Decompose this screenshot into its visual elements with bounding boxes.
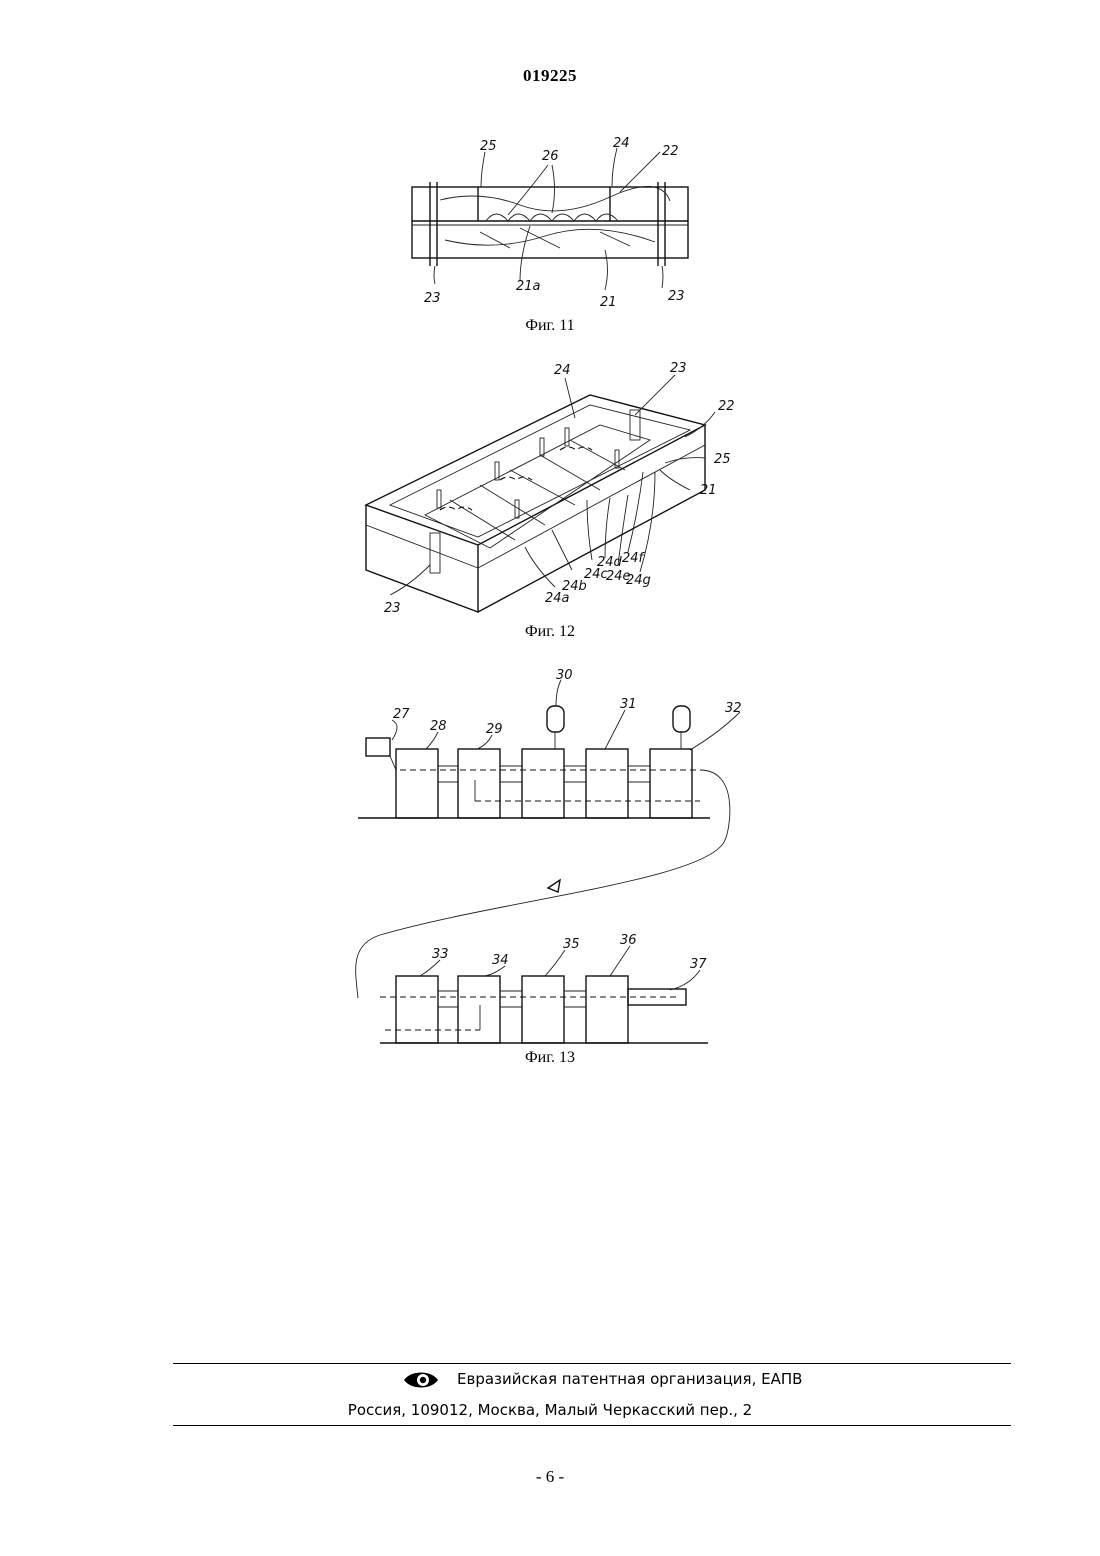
fig12-label-24g: 24g <box>626 573 651 588</box>
footer-bottom-rule <box>173 1425 1011 1426</box>
fig12-label-25: 25 <box>714 452 731 467</box>
fig13-label-32: 32 <box>725 701 742 716</box>
fig12-label-22: 22 <box>718 399 735 414</box>
fig12-label-24: 24 <box>554 363 571 378</box>
fig13-label-36: 36 <box>620 933 637 948</box>
page-number: - 6 - <box>0 1467 1100 1487</box>
fig13-label-37: 37 <box>690 957 707 972</box>
fig11-label-26: 26 <box>542 149 559 164</box>
figure-12-drawing: 24 23 22 25 21 23 24a 24b 24c 24d 24e 24… <box>0 355 1100 620</box>
footer-org-text: Евразийская патентная организация, ЕАПВ <box>457 1370 802 1388</box>
figure-13-drawing: 27 28 29 30 31 32 33 34 35 36 37 <box>0 665 1100 1050</box>
figure-11-caption: Фиг. 11 <box>0 317 1100 335</box>
fig13-label-29: 29 <box>486 722 503 737</box>
fig13-label-34: 34 <box>492 953 509 968</box>
fig12-label-24f: 24f <box>622 551 646 566</box>
figure-11-drawing: 25 26 24 22 23 21a 21 23 <box>0 130 1100 320</box>
fig11-label-21: 21 <box>600 295 617 310</box>
fig12-label-23-top: 23 <box>670 361 687 376</box>
fig12-label-23: 23 <box>384 601 401 616</box>
document-number: 019225 <box>0 66 1100 86</box>
fig12-label-24d: 24d <box>597 555 623 570</box>
fig13-label-27: 27 <box>393 707 410 722</box>
footer-organization: Евразийская патентная организация, ЕАПВ <box>0 1370 1100 1388</box>
fig13-label-33: 33 <box>432 947 449 962</box>
fig11-label-23-right: 23 <box>668 289 685 304</box>
fig11-label-25: 25 <box>480 139 497 154</box>
figure-13-caption: Фиг. 13 <box>0 1049 1100 1067</box>
fig11-label-21a: 21a <box>516 279 541 294</box>
fig11-label-22: 22 <box>662 144 679 159</box>
footer-address: Россия, 109012, Москва, Малый Черкасский… <box>0 1401 1100 1419</box>
fig12-label-21: 21 <box>700 483 717 498</box>
fig13-label-30: 30 <box>556 668 573 683</box>
fig11-label-23-left: 23 <box>424 291 441 306</box>
figure-12-caption: Фиг. 12 <box>0 623 1100 641</box>
fig11-label-24: 24 <box>613 136 630 151</box>
fig13-label-31: 31 <box>620 697 637 712</box>
fig13-label-28: 28 <box>430 719 447 734</box>
footer-top-rule <box>173 1363 1011 1364</box>
fig13-label-35: 35 <box>563 937 580 952</box>
